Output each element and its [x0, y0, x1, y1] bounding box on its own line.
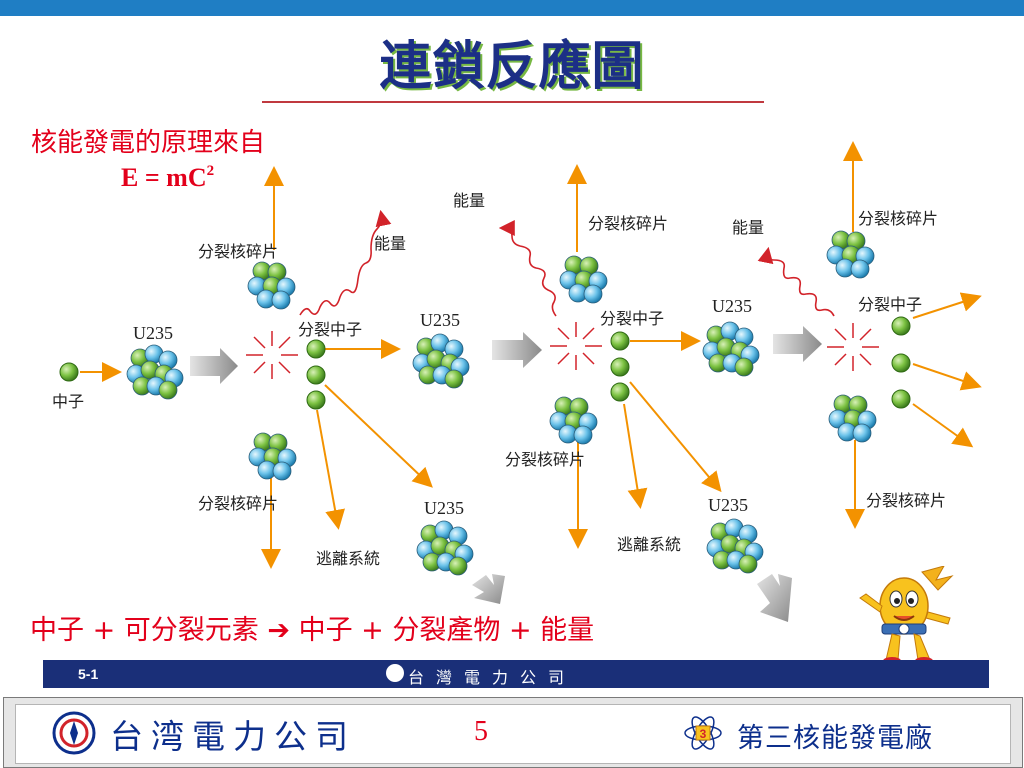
- energy-wave-3: [757, 246, 835, 317]
- label-fragment-up-2: 分裂核碎片: [588, 214, 669, 233]
- formula-exponent: 2: [206, 163, 215, 179]
- label-u235-4: U235: [712, 296, 752, 316]
- formula: E = mC2: [121, 163, 214, 193]
- slide-code: 5-1: [78, 666, 99, 682]
- plant-badge-number: 3: [700, 727, 707, 741]
- chain-reaction-diagram: [59, 141, 982, 622]
- nuclear-plant-logo-icon: 3: [684, 716, 722, 750]
- orange-arrows: [80, 141, 982, 569]
- label-u235-2: U235: [420, 310, 460, 330]
- mascot-icon: [859, 566, 954, 665]
- footer-band: [43, 660, 989, 688]
- gray-arrow-2: [492, 332, 542, 368]
- principle-text: 核能發電的原理來自: [31, 128, 266, 158]
- equation-arrow-icon: ➔: [267, 615, 290, 646]
- label-fission-neutron-1: 分裂中子: [298, 320, 363, 339]
- fragment-down-1: [248, 432, 297, 481]
- page-number: 5: [474, 716, 488, 747]
- u235-nucleus-5: [706, 518, 764, 574]
- neutron-3a: [891, 316, 911, 336]
- arrow-neutron-out-c: [912, 403, 974, 448]
- label-fragment-down-1: 分裂核碎片: [198, 494, 279, 513]
- neutron-3b: [891, 353, 911, 373]
- formula-base: E = mC: [121, 163, 207, 192]
- burst-2: [550, 322, 602, 370]
- title-wrapper: 連鎖反應圖: [0, 24, 1024, 99]
- label-neutron: 中子: [52, 392, 85, 411]
- neutron-incoming: [59, 362, 79, 382]
- gray-arrow-3: [773, 326, 822, 362]
- footer-company-name: 台灣電力公司: [408, 668, 577, 687]
- energy-wave-2: [498, 220, 557, 317]
- arrow-neutron-out-a: [912, 292, 982, 319]
- gray-arrow-1: [190, 348, 238, 384]
- neutrons: [59, 316, 911, 410]
- label-fragment-down-2: 分裂核碎片: [505, 450, 586, 469]
- u235-nucleus-4: [702, 321, 760, 377]
- arrow-neutron-down-2: [623, 403, 648, 509]
- burst-1: [246, 331, 298, 379]
- label-fission-neutron-2: 分裂中子: [600, 309, 665, 328]
- gray-block-arrows: [190, 326, 822, 622]
- neutron-2b: [610, 357, 630, 377]
- burst-3: [827, 323, 879, 371]
- label-fragment-down-3: 分裂核碎片: [866, 491, 947, 510]
- taipower-small-logo-icon: [386, 664, 404, 682]
- neutron-1a: [306, 339, 326, 359]
- neutron-2a: [610, 331, 630, 351]
- arrow-neutron-diag-1: [324, 384, 433, 488]
- bottom-inner-panel: [15, 704, 1011, 764]
- gray-arrow-4: [472, 574, 505, 604]
- slide-title: 連鎖反應圖: [379, 37, 645, 97]
- equation-right: 中子 + 分裂產物 + 能量: [290, 615, 595, 646]
- label-fragment-up-3: 分裂核碎片: [858, 209, 939, 228]
- fragment-up-1: [247, 261, 296, 310]
- arrow-neutron-diag-2: [629, 381, 722, 493]
- plant-name: 第三核能發電廠: [737, 723, 933, 754]
- neutron-1b: [306, 365, 326, 385]
- fragment-up-2: [559, 255, 608, 304]
- u235-nucleus-2: [412, 333, 470, 389]
- taipower-logo-icon: [52, 711, 96, 755]
- label-escape-1: 逃離系統: [316, 549, 381, 568]
- u235-nucleus-3: [416, 520, 474, 576]
- label-fission-neutron-3: 分裂中子: [858, 295, 923, 314]
- label-u235-5: U235: [708, 495, 748, 515]
- fragment-down-2: [549, 396, 598, 445]
- label-escape-2: 逃離系統: [617, 535, 682, 554]
- arrow-neutron-out-b: [912, 363, 982, 391]
- fragment-up-3: [826, 230, 875, 279]
- label-energy-1: 能量: [374, 234, 407, 253]
- u235-nucleus-1: [126, 344, 184, 400]
- energy-arrows: [299, 209, 835, 317]
- label-energy-2: 能量: [453, 191, 486, 210]
- gray-arrow-5: [757, 574, 792, 622]
- neutron-3c: [891, 389, 911, 409]
- fragment-down-3: [828, 394, 877, 443]
- label-u235-1: U235: [133, 323, 173, 343]
- label-energy-3: 能量: [732, 218, 765, 237]
- fission-bursts: [246, 322, 879, 379]
- arrow-neutron-down-1: [316, 409, 345, 530]
- reaction-equation: 中子 + 可分裂元素 ➔ 中子 + 分裂產物 + 能量: [30, 608, 594, 647]
- label-fragment-up-1: 分裂核碎片: [198, 242, 279, 261]
- title-underline: [262, 101, 764, 103]
- label-u235-3: U235: [424, 498, 464, 518]
- energy-wave-1: [299, 209, 392, 316]
- company-name: 台湾電力公司: [110, 717, 356, 756]
- top-accent-bar: [0, 0, 1024, 16]
- equation-left: 中子 + 可分裂元素: [30, 615, 268, 646]
- neutron-1c: [306, 390, 326, 410]
- neutron-2c: [610, 382, 630, 402]
